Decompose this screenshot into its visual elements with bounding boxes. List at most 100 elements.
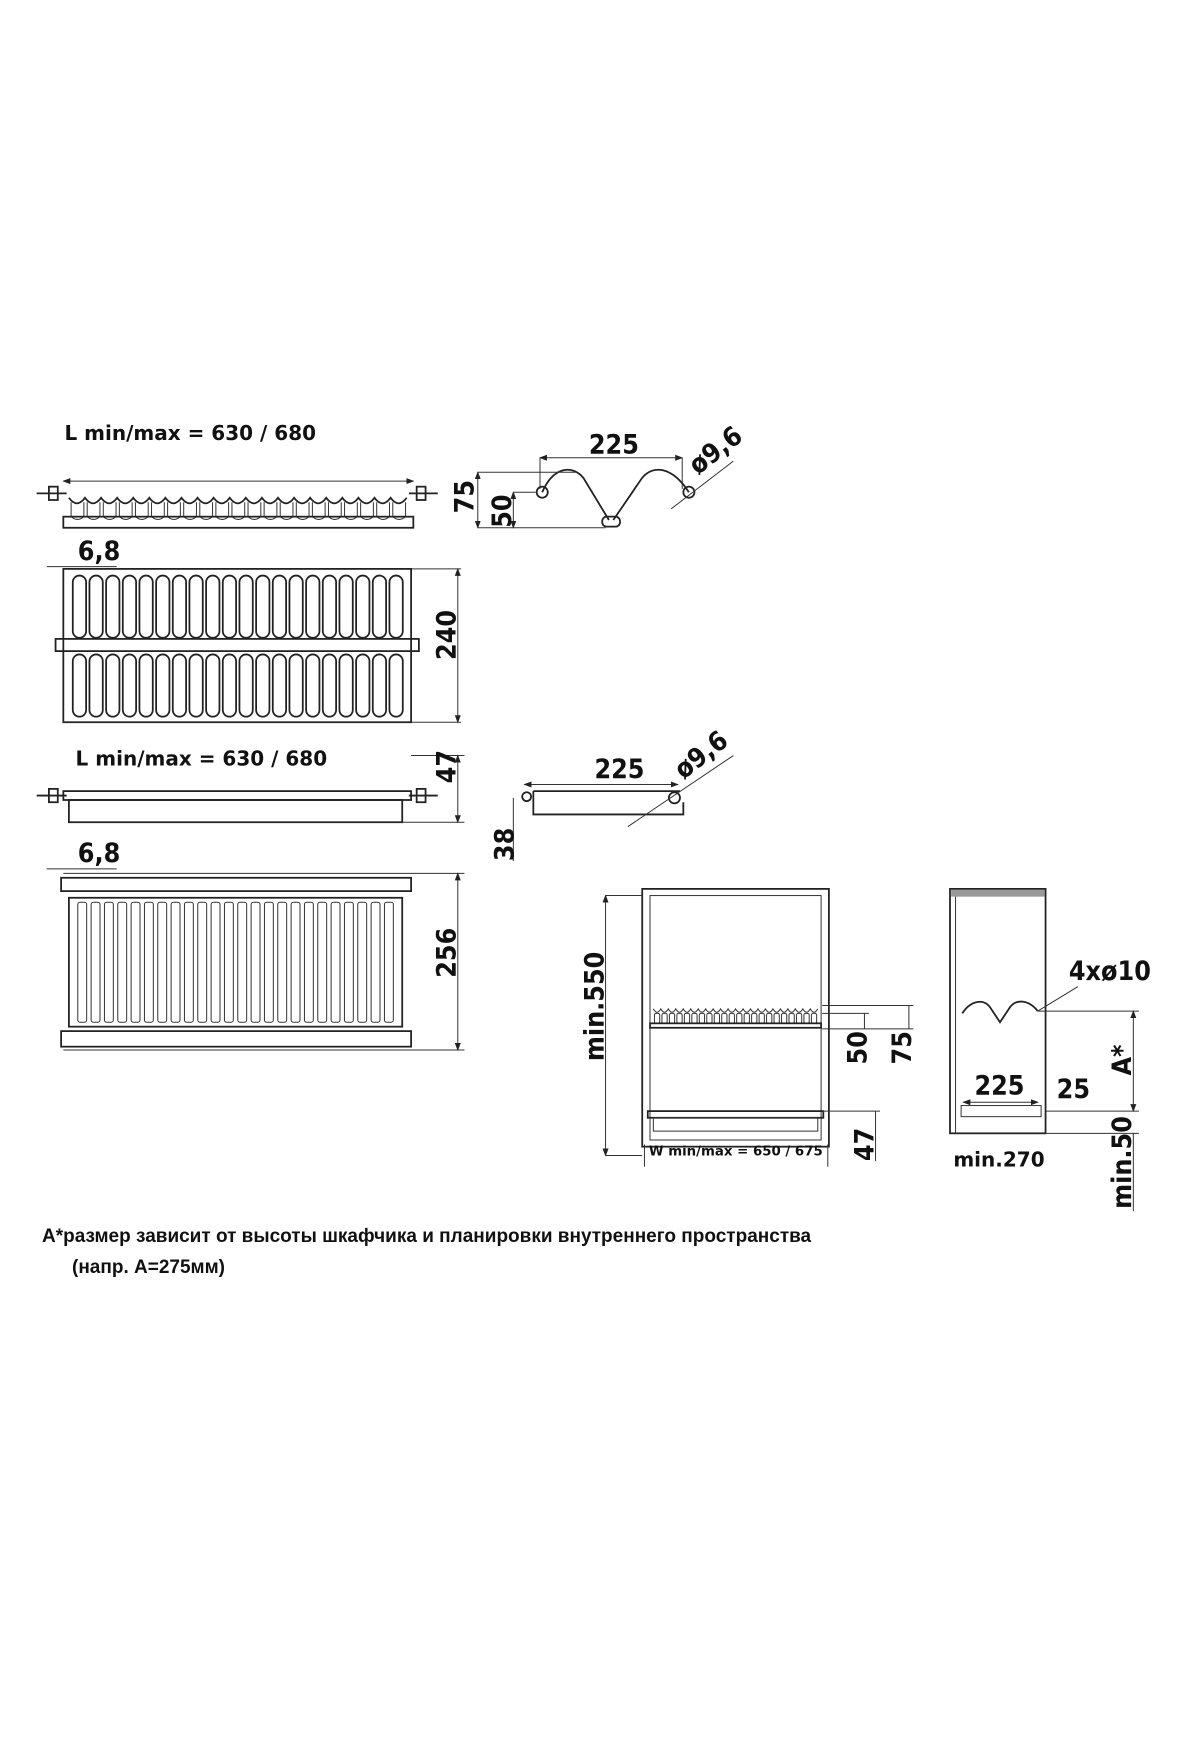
rack-top-ribs bbox=[71, 574, 404, 718]
rib bbox=[157, 901, 168, 1023]
rib bbox=[250, 901, 261, 1023]
rod-right-icon bbox=[682, 485, 696, 499]
rib bbox=[271, 653, 287, 718]
rib bbox=[683, 1012, 691, 1024]
rib bbox=[205, 653, 221, 718]
rib bbox=[288, 653, 304, 718]
rod-right-icon bbox=[668, 791, 681, 805]
cabinet-rack-height-label: 75 bbox=[887, 1031, 918, 1064]
tray-back-rail bbox=[60, 1030, 412, 1048]
rib bbox=[237, 901, 248, 1023]
tray-rod-diameter-label: ø9,6 bbox=[669, 725, 735, 786]
rack-center-clip bbox=[601, 515, 621, 528]
rib bbox=[751, 1012, 758, 1024]
rack-wire-profile bbox=[541, 469, 690, 521]
cabinet-min-height-label: min.550 bbox=[579, 952, 610, 1061]
rib bbox=[138, 574, 154, 639]
cabinet-tray-height-label: 47 bbox=[849, 1128, 880, 1161]
rib bbox=[736, 1012, 743, 1024]
bolt-right-icon bbox=[408, 485, 438, 501]
rib bbox=[143, 901, 154, 1023]
rib bbox=[205, 574, 221, 639]
rib bbox=[223, 901, 234, 1023]
side-min-depth-label: min.270 bbox=[953, 1148, 1044, 1172]
rib bbox=[788, 1012, 795, 1024]
rib bbox=[105, 574, 121, 639]
tray-frame bbox=[68, 896, 404, 1028]
rib bbox=[305, 574, 321, 639]
rib bbox=[121, 574, 137, 639]
tray-height-label: 47 bbox=[432, 750, 463, 783]
rib bbox=[721, 1012, 728, 1024]
rib bbox=[197, 901, 208, 1023]
cabinet-side-view: 4xø10 A* 225 25 min.270 min.50 bbox=[949, 888, 1151, 1212]
rib bbox=[238, 653, 254, 718]
rib bbox=[171, 653, 187, 718]
tray-length-label: L min/max = 630 / 680 bbox=[76, 747, 328, 771]
bolt-left-icon bbox=[36, 788, 67, 804]
side-hole-spacing-label: 225 bbox=[974, 1070, 1024, 1101]
rib bbox=[88, 653, 104, 718]
rib bbox=[305, 653, 321, 718]
rib bbox=[155, 653, 171, 718]
tray-offset-label: 6,8 bbox=[78, 838, 120, 869]
rib bbox=[371, 653, 387, 718]
holes-label: 4xø10 bbox=[1069, 956, 1151, 987]
tray-depth-label: 256 bbox=[432, 928, 463, 978]
rod-left-icon bbox=[521, 791, 533, 803]
a-dimension-label: A* bbox=[1107, 1044, 1138, 1076]
tray-front-rail bbox=[60, 876, 412, 892]
rack-top-view: 6,8 240 bbox=[46, 536, 463, 724]
diameter-leader bbox=[670, 460, 734, 510]
rib bbox=[171, 574, 187, 639]
rib bbox=[290, 901, 301, 1023]
cabinet-outline bbox=[641, 888, 830, 1148]
tray-profile-width-label: 225 bbox=[594, 754, 644, 785]
rib bbox=[338, 653, 354, 718]
profile-height-label: 75 bbox=[449, 480, 480, 513]
rib bbox=[803, 1012, 810, 1024]
rack-length-label: L min/max = 630 / 680 bbox=[64, 421, 316, 445]
rib bbox=[330, 901, 341, 1023]
rib bbox=[773, 1012, 780, 1024]
rib bbox=[288, 574, 304, 639]
rib bbox=[271, 574, 287, 639]
tray-profile-view: 225 ø9,6 38 bbox=[489, 725, 735, 862]
rack-side-view: L min/max = 630 / 680 bbox=[36, 421, 438, 529]
bolt-right-icon bbox=[408, 788, 438, 804]
rib bbox=[138, 653, 154, 718]
tray-side-view: L min/max = 630 / 680 47 bbox=[36, 747, 465, 824]
rib bbox=[188, 574, 204, 639]
rack-depth-label: 240 bbox=[432, 610, 463, 660]
rib bbox=[706, 1012, 713, 1024]
rib bbox=[105, 653, 121, 718]
cabinet-width-label: W min/max = 650 / 675 bbox=[649, 1145, 823, 1160]
rib bbox=[68, 496, 408, 505]
rib bbox=[77, 901, 88, 1023]
rib bbox=[71, 653, 87, 718]
cabinet-front-view: min.550 50 75 47 W min/max = 650 / 675 bbox=[579, 888, 918, 1167]
rib bbox=[221, 653, 237, 718]
rib bbox=[668, 1012, 676, 1024]
rib bbox=[810, 1012, 818, 1024]
rib bbox=[343, 901, 354, 1023]
tray-rail bbox=[62, 790, 412, 801]
rib bbox=[321, 653, 337, 718]
rib bbox=[781, 1012, 788, 1024]
rib bbox=[713, 1012, 720, 1024]
hook-height-label: 50 bbox=[487, 494, 518, 527]
rack-profile-view: 225 ø9,6 75 50 bbox=[449, 420, 749, 529]
rack-frame bbox=[62, 568, 412, 724]
rib bbox=[370, 901, 381, 1023]
rib bbox=[758, 1012, 765, 1024]
rib bbox=[155, 574, 171, 639]
rib bbox=[183, 901, 194, 1023]
footnote-line-2: (напр. A=275мм) bbox=[72, 1257, 225, 1278]
rib bbox=[653, 1012, 661, 1024]
rack-offset-label: 6,8 bbox=[78, 536, 120, 567]
rib bbox=[371, 574, 387, 639]
rib bbox=[255, 653, 271, 718]
profile-width-label: 225 bbox=[589, 429, 639, 460]
tray-ribs bbox=[77, 901, 394, 1023]
